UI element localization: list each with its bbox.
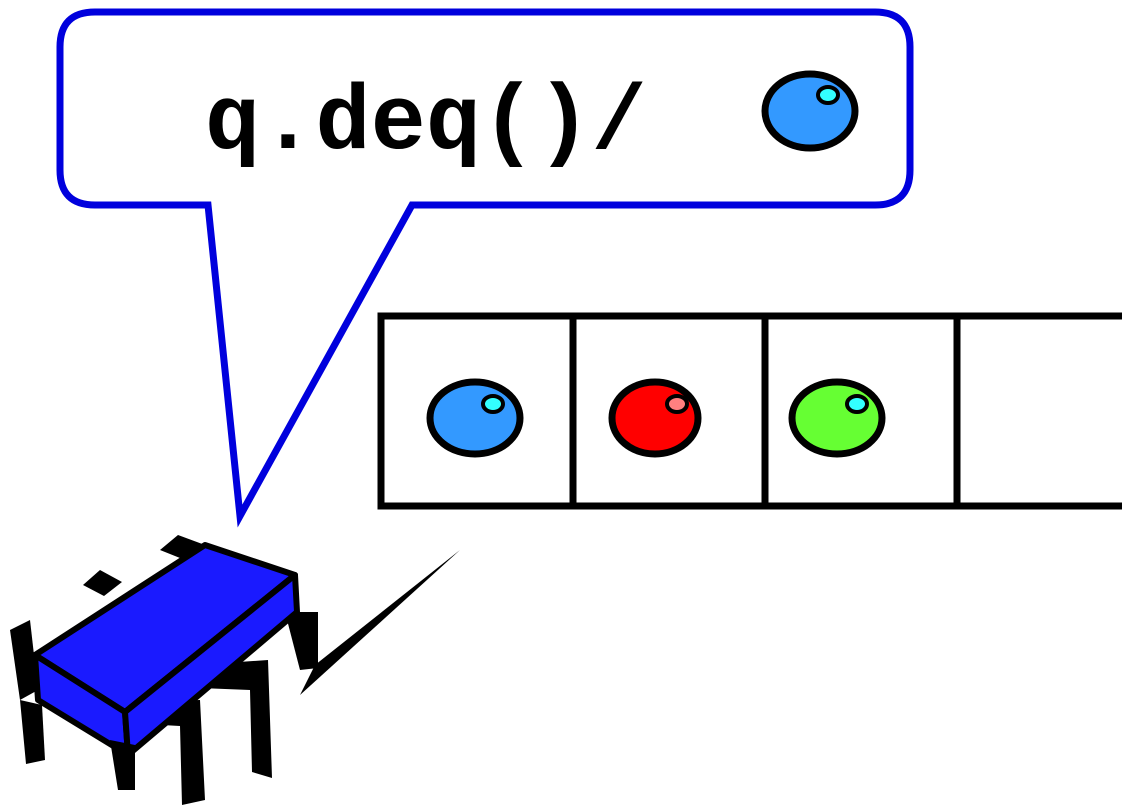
- bug-icon: [10, 535, 460, 805]
- queue-slot-empty: [961, 320, 1122, 502]
- method-call-text: q.deq()/: [205, 71, 647, 176]
- queue: [377, 312, 1122, 510]
- queue-token-red-icon: [608, 378, 702, 458]
- queue-token-blue-icon: [426, 378, 524, 458]
- speech-bubble: [56, 8, 914, 528]
- result-token-icon: [761, 70, 859, 152]
- queue-token-green-icon: [788, 378, 886, 458]
- queue-frame: [377, 312, 1122, 510]
